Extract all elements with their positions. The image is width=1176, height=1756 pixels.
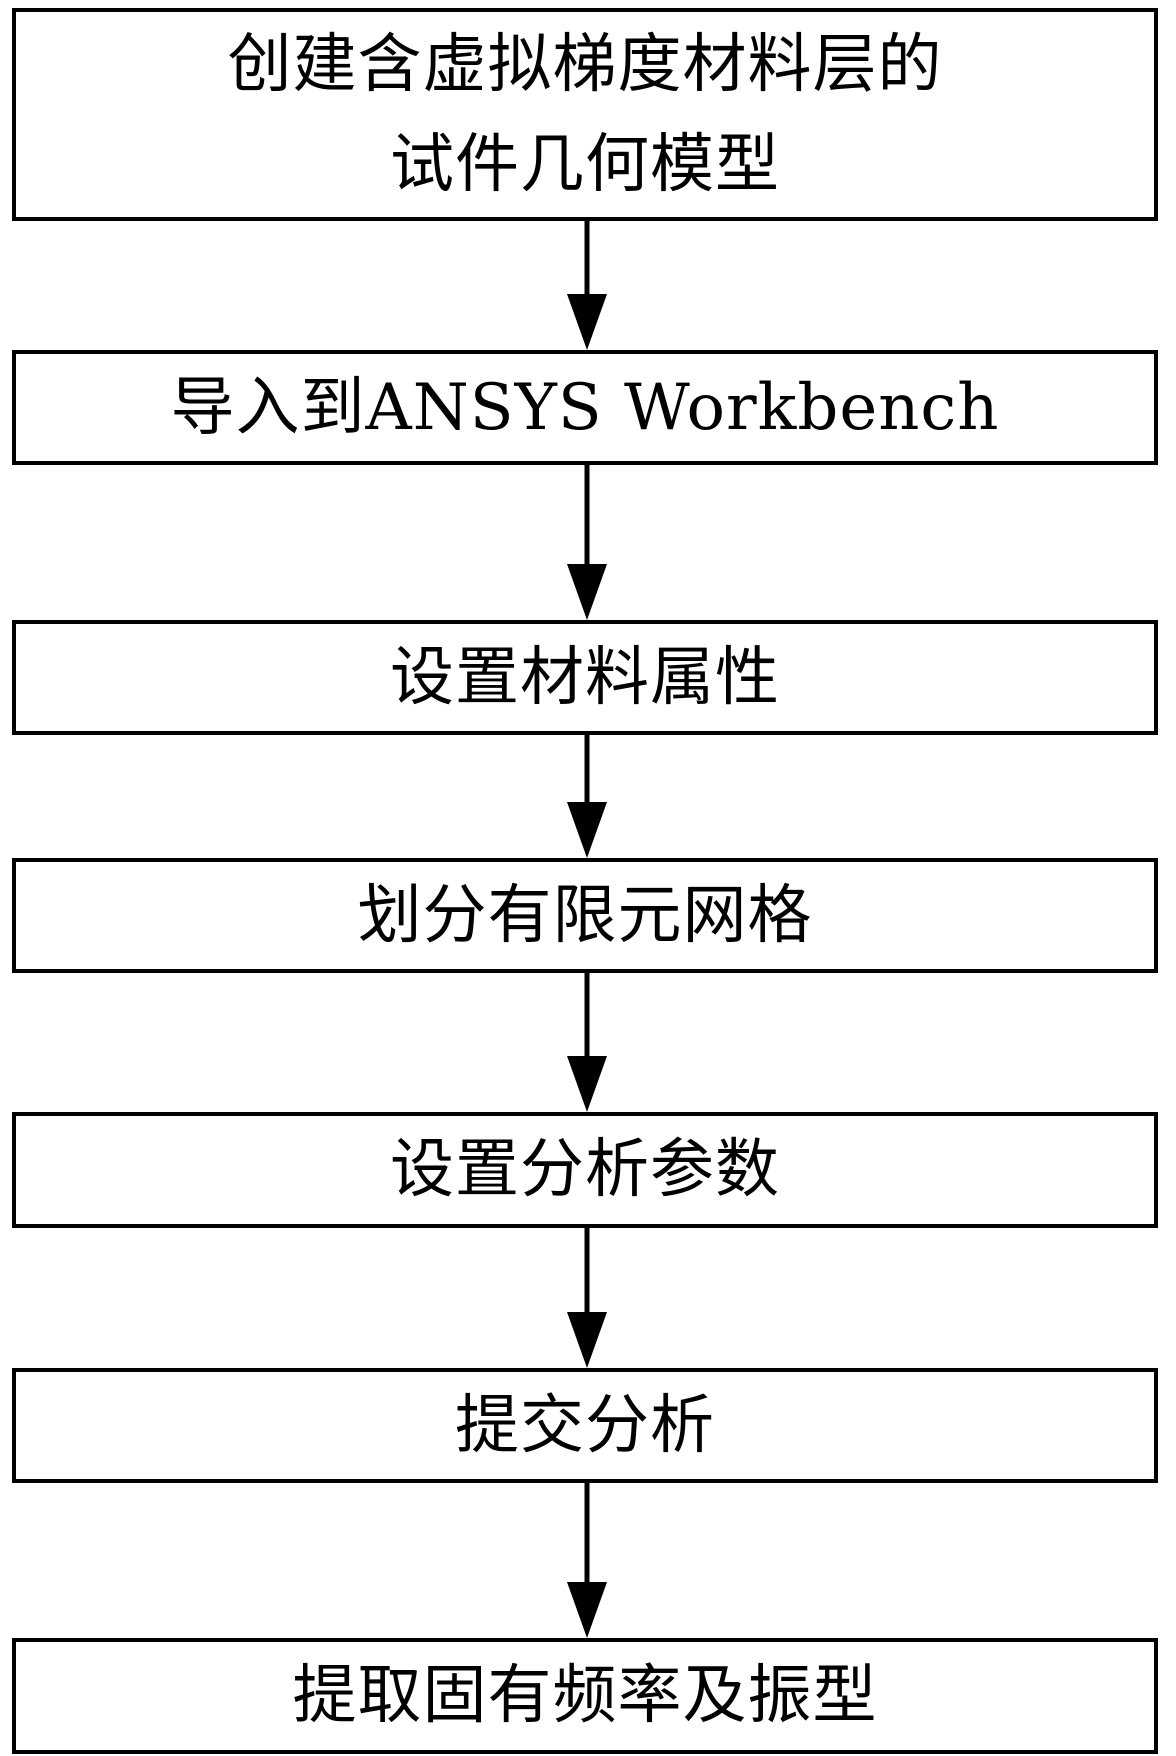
step-label: 划分有限元网格 [357, 878, 813, 953]
arrow-graphic [567, 973, 607, 1112]
flow-arrow-down-icon [556, 1228, 618, 1368]
arrow-graphic [567, 735, 607, 858]
flow-arrow-down-icon [556, 465, 618, 620]
arrow-head [567, 802, 607, 858]
step-box-submit-analysis: 提交分析 [12, 1368, 1158, 1483]
arrow-head [567, 294, 607, 350]
flow-arrow-down-icon [556, 221, 618, 350]
arrow-graphic [567, 465, 607, 620]
step-label: 设置分析参数 [390, 1133, 780, 1207]
flow-arrow-down-icon [556, 1483, 618, 1638]
arrow-head [567, 1312, 607, 1368]
arrow-graphic [567, 1483, 607, 1638]
step-label: 设置材料属性 [390, 640, 780, 715]
step-box-set-material-properties: 设置材料属性 [12, 620, 1158, 735]
step-box-import-workbench: 导入到ANSYS Workbench [12, 350, 1158, 465]
arrow-graphic [567, 1228, 607, 1368]
step-label: 导入到ANSYS Workbench [170, 370, 1000, 445]
flow-arrow-down-icon [556, 735, 618, 858]
step-label: 创建含虚拟梯度材料层的 试件几何模型 [227, 27, 943, 202]
arrow-head [567, 564, 607, 620]
step-box-set-analysis-parameters: 设置分析参数 [12, 1112, 1158, 1228]
flow-arrow-down-icon [556, 973, 618, 1112]
arrow-head [567, 1582, 607, 1638]
step-label: 提取固有频率及振型 [292, 1659, 878, 1733]
step-label: 提交分析 [455, 1388, 715, 1463]
arrow-graphic [567, 221, 607, 350]
step-box-create-geometry-model: 创建含虚拟梯度材料层的 试件几何模型 [12, 8, 1158, 221]
step-box-mesh: 划分有限元网格 [12, 858, 1158, 973]
step-box-extract-frequencies-modes: 提取固有频率及振型 [12, 1638, 1158, 1754]
arrow-head [567, 1056, 607, 1112]
